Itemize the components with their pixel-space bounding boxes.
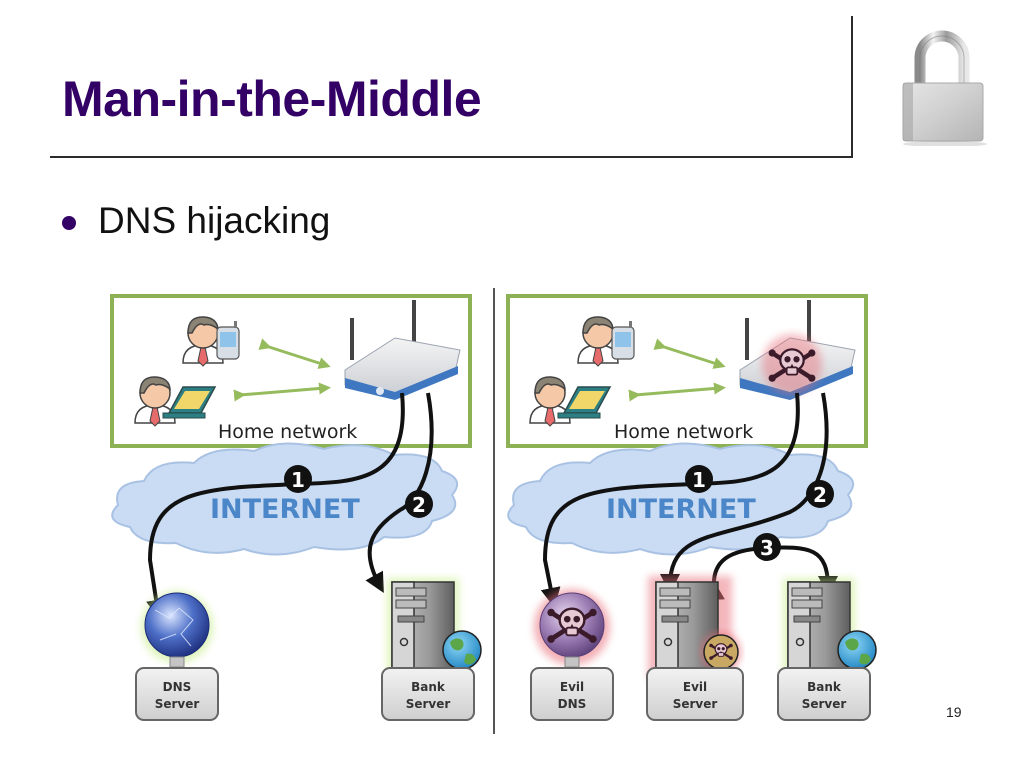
title-vertical-divider — [851, 16, 853, 158]
step-1-badge: 1 — [685, 465, 713, 493]
diagram-panel-divider — [493, 288, 495, 734]
request-path-2 — [365, 392, 434, 593]
svg-text:DNS: DNS — [558, 697, 587, 711]
earth-icon — [442, 630, 482, 670]
slide-title: Man-in-the-Middle — [62, 71, 482, 127]
wireless-link-arrow — [233, 382, 331, 402]
earth-icon — [837, 630, 877, 670]
evil-dns-server: Evil DNS — [530, 589, 614, 721]
svg-text:Server: Server — [155, 697, 200, 711]
right-panel: Home network INTERNET 1 2 3 — [506, 294, 877, 721]
step-3-badge: 3 — [753, 533, 781, 561]
svg-text:2: 2 — [813, 483, 827, 507]
padlock-icon — [902, 30, 987, 146]
dns-server: DNS Server — [135, 591, 219, 721]
svg-text:Evil: Evil — [683, 680, 707, 694]
globe-icon — [144, 592, 210, 658]
dns-hijacking-diagram: Home network INTERNET 1 2 — [110, 294, 877, 721]
bank-server: Bank Server — [381, 578, 482, 721]
svg-text:Evil: Evil — [560, 680, 584, 694]
person-laptop-icon — [529, 376, 612, 427]
title-underline-divider — [50, 156, 853, 158]
internet-label: INTERNET — [210, 494, 360, 525]
compromised-router-icon — [739, 300, 856, 400]
internet-cloud: INTERNET — [507, 442, 855, 556]
bullet-item: DNS hijacking — [62, 200, 330, 242]
svg-text:DNS: DNS — [163, 680, 192, 694]
person-phone-icon — [577, 316, 635, 367]
svg-text:1: 1 — [291, 468, 305, 492]
svg-text:Server: Server — [802, 697, 847, 711]
svg-text:Bank: Bank — [807, 680, 842, 694]
router-icon — [344, 300, 461, 400]
step-1-badge: 1 — [284, 465, 312, 493]
svg-text:Bank: Bank — [411, 680, 446, 694]
person-laptop-icon — [134, 376, 217, 427]
evil-server: Evil Server — [646, 576, 744, 721]
step-2-badge: 2 — [405, 490, 433, 518]
home-network-label: Home network — [614, 421, 753, 443]
page-number: 19 — [946, 704, 962, 720]
bank-server: Bank Server — [777, 578, 877, 721]
bullet-dot-icon — [62, 216, 76, 230]
internet-cloud: INTERNET — [111, 442, 459, 556]
request-path-2 — [660, 392, 829, 594]
svg-text:Server: Server — [673, 697, 718, 711]
svg-text:2: 2 — [412, 493, 426, 517]
svg-text:Server: Server — [406, 697, 451, 711]
left-panel: Home network INTERNET 1 2 — [110, 294, 482, 721]
svg-text:3: 3 — [760, 536, 774, 560]
person-phone-icon — [182, 316, 240, 367]
step-2-badge: 2 — [806, 480, 834, 508]
wireless-link-arrow — [628, 382, 726, 402]
wireless-link-arrow — [653, 338, 726, 369]
home-network-label: Home network — [218, 421, 357, 443]
bullet-text: DNS hijacking — [98, 200, 331, 241]
svg-text:1: 1 — [692, 468, 706, 492]
internet-label: INTERNET — [606, 494, 756, 525]
wireless-link-arrow — [258, 338, 331, 369]
